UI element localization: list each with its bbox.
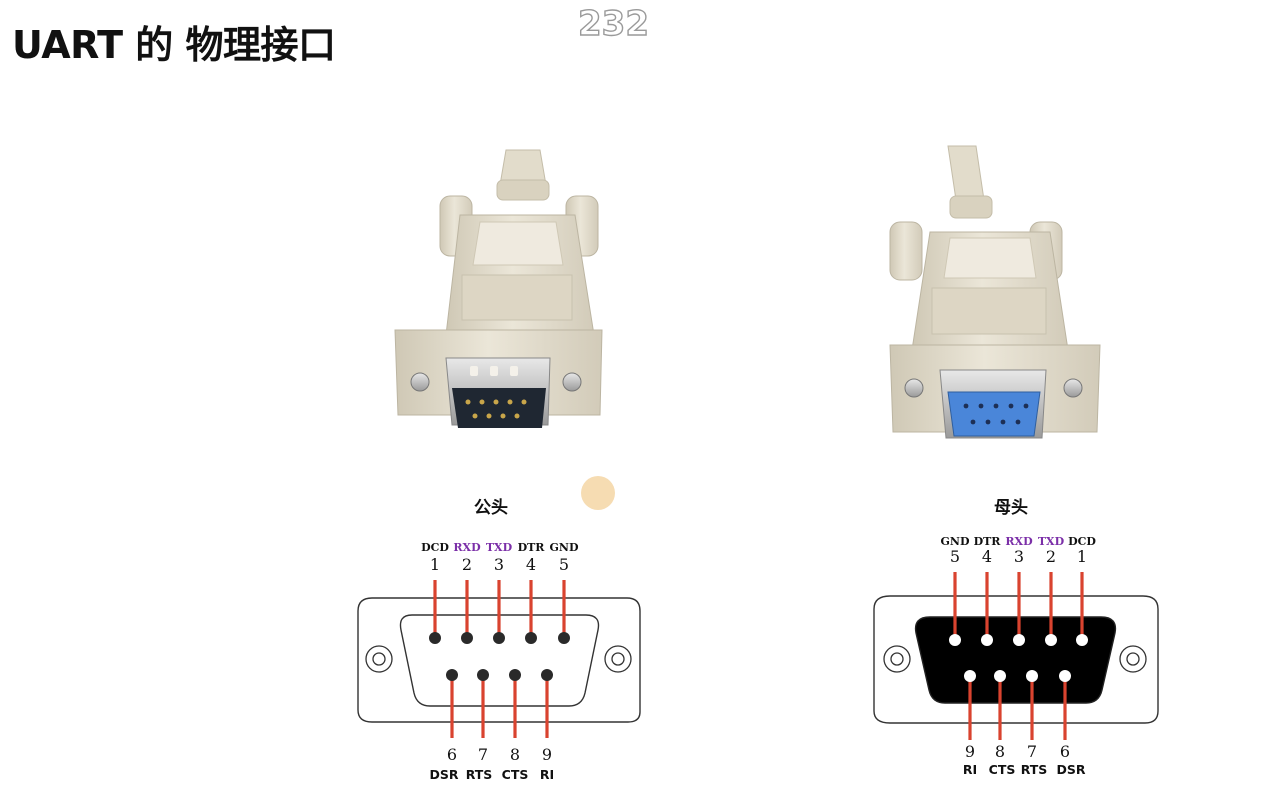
pin-7-signal: RTS <box>1021 762 1048 777</box>
pin-9-contact <box>541 669 553 681</box>
pin-2-signal: TXD <box>1038 535 1065 548</box>
pin-5-number: 5 <box>950 547 960 566</box>
pin-1-signal: DCD <box>1068 535 1096 548</box>
pin-5-contact <box>949 634 961 646</box>
pin-2-signal: RXD <box>453 541 481 554</box>
pin-7-number: 7 <box>1027 742 1037 761</box>
pin-6-contact <box>446 669 458 681</box>
male-connector-photo <box>394 149 603 428</box>
pin-8-contact <box>509 669 521 681</box>
pin-3-contact <box>493 632 505 644</box>
pin-7-contact <box>477 669 489 681</box>
pin-7-contact <box>1026 670 1038 682</box>
pin-8-number: 8 <box>995 742 1005 761</box>
pin-3-contact <box>1013 634 1025 646</box>
pin-8-signal: CTS <box>502 767 529 782</box>
pin-2-contact <box>1045 634 1057 646</box>
pin-2-number: 2 <box>462 555 472 574</box>
pin-1-number: 1 <box>430 555 440 574</box>
pin-6-number: 6 <box>447 745 457 764</box>
pin-8-contact <box>994 670 1006 682</box>
pin-4-number: 4 <box>526 555 536 574</box>
pin-1-signal: DCD <box>421 541 449 554</box>
pin-4-contact <box>525 632 537 644</box>
pin-1-contact <box>1076 634 1088 646</box>
female-heading: 母头 <box>994 498 1028 518</box>
pin-4-signal: DTR <box>518 541 546 554</box>
pin-4-contact <box>981 634 993 646</box>
pin-6-number: 6 <box>1060 742 1070 761</box>
pin-2-contact <box>461 632 473 644</box>
pin-4-number: 4 <box>982 547 992 566</box>
pin-1-contact <box>429 632 441 644</box>
pin-6-signal: DSR <box>429 767 458 782</box>
slide-page-number: 232 <box>577 3 649 44</box>
pin-3-number: 3 <box>1014 547 1024 566</box>
male-heading: 公头 <box>474 498 508 518</box>
pin-9-number: 9 <box>542 745 552 764</box>
slide-title: UART 的 物理接口 <box>12 23 336 67</box>
pin-5-signal: GND <box>941 535 970 548</box>
pin-6-contact <box>1059 670 1071 682</box>
pin-9-signal: RI <box>963 762 977 777</box>
pin-2-number: 2 <box>1046 547 1056 566</box>
pin-9-contact <box>964 670 976 682</box>
pin-8-signal: CTS <box>989 762 1016 777</box>
pin-3-signal: RXD <box>1005 535 1033 548</box>
pin-9-number: 9 <box>965 742 975 761</box>
pin-5-number: 5 <box>559 555 569 574</box>
pin-7-signal: RTS <box>466 767 493 782</box>
pin-4-signal: DTR <box>974 535 1002 548</box>
pin-3-signal: TXD <box>486 541 513 554</box>
pin-5-contact <box>558 632 570 644</box>
pin-5-signal: GND <box>550 541 579 554</box>
pin-7-number: 7 <box>478 745 488 764</box>
pin-8-number: 8 <box>510 745 520 764</box>
pin-9-signal: RI <box>540 767 554 782</box>
female-connector-photo <box>889 145 1101 439</box>
pin-3-number: 3 <box>494 555 504 574</box>
pin-1-number: 1 <box>1077 547 1087 566</box>
pointer-highlight <box>581 476 615 510</box>
pin-6-signal: DSR <box>1056 762 1085 777</box>
